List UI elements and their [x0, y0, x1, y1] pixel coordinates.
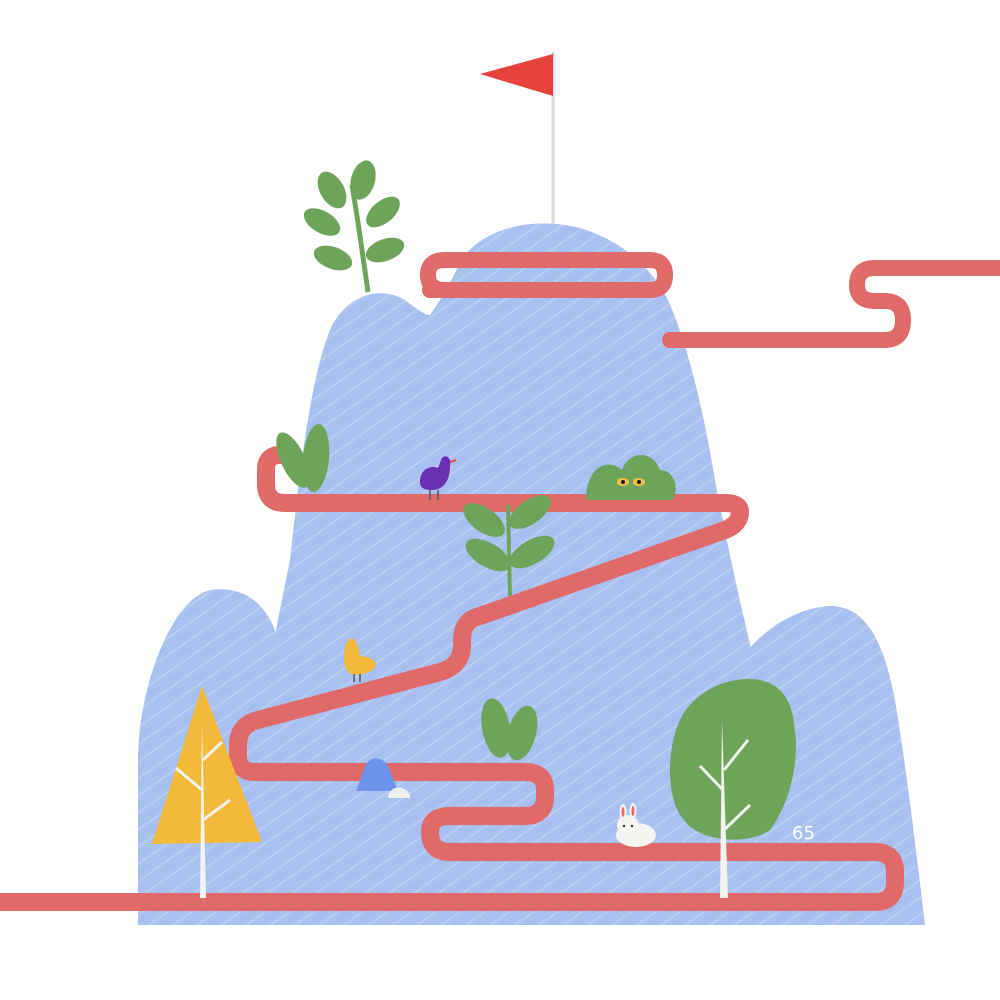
- summit-flag: [480, 52, 555, 224]
- lower-plant: [481, 698, 538, 761]
- flag-icon: [480, 54, 553, 96]
- yellow-triangle-tree: [152, 686, 262, 898]
- green-round-tree: [669, 679, 796, 898]
- middle-plant: [463, 495, 555, 597]
- left-path-plant: [276, 424, 330, 492]
- bush-with-eyes: [586, 454, 676, 500]
- yellow-bird-icon: [344, 638, 376, 682]
- purple-bird-icon: [420, 456, 457, 500]
- rabbit-icon: [616, 803, 656, 847]
- progress-label: 65: [792, 823, 815, 844]
- glowing-eyes-icon: [617, 478, 645, 486]
- winding-path-upper: [420, 252, 673, 298]
- top-plant: [303, 160, 405, 293]
- rock-icon: [356, 758, 410, 798]
- winding-path-right: [662, 260, 1000, 348]
- winding-path: [0, 446, 904, 911]
